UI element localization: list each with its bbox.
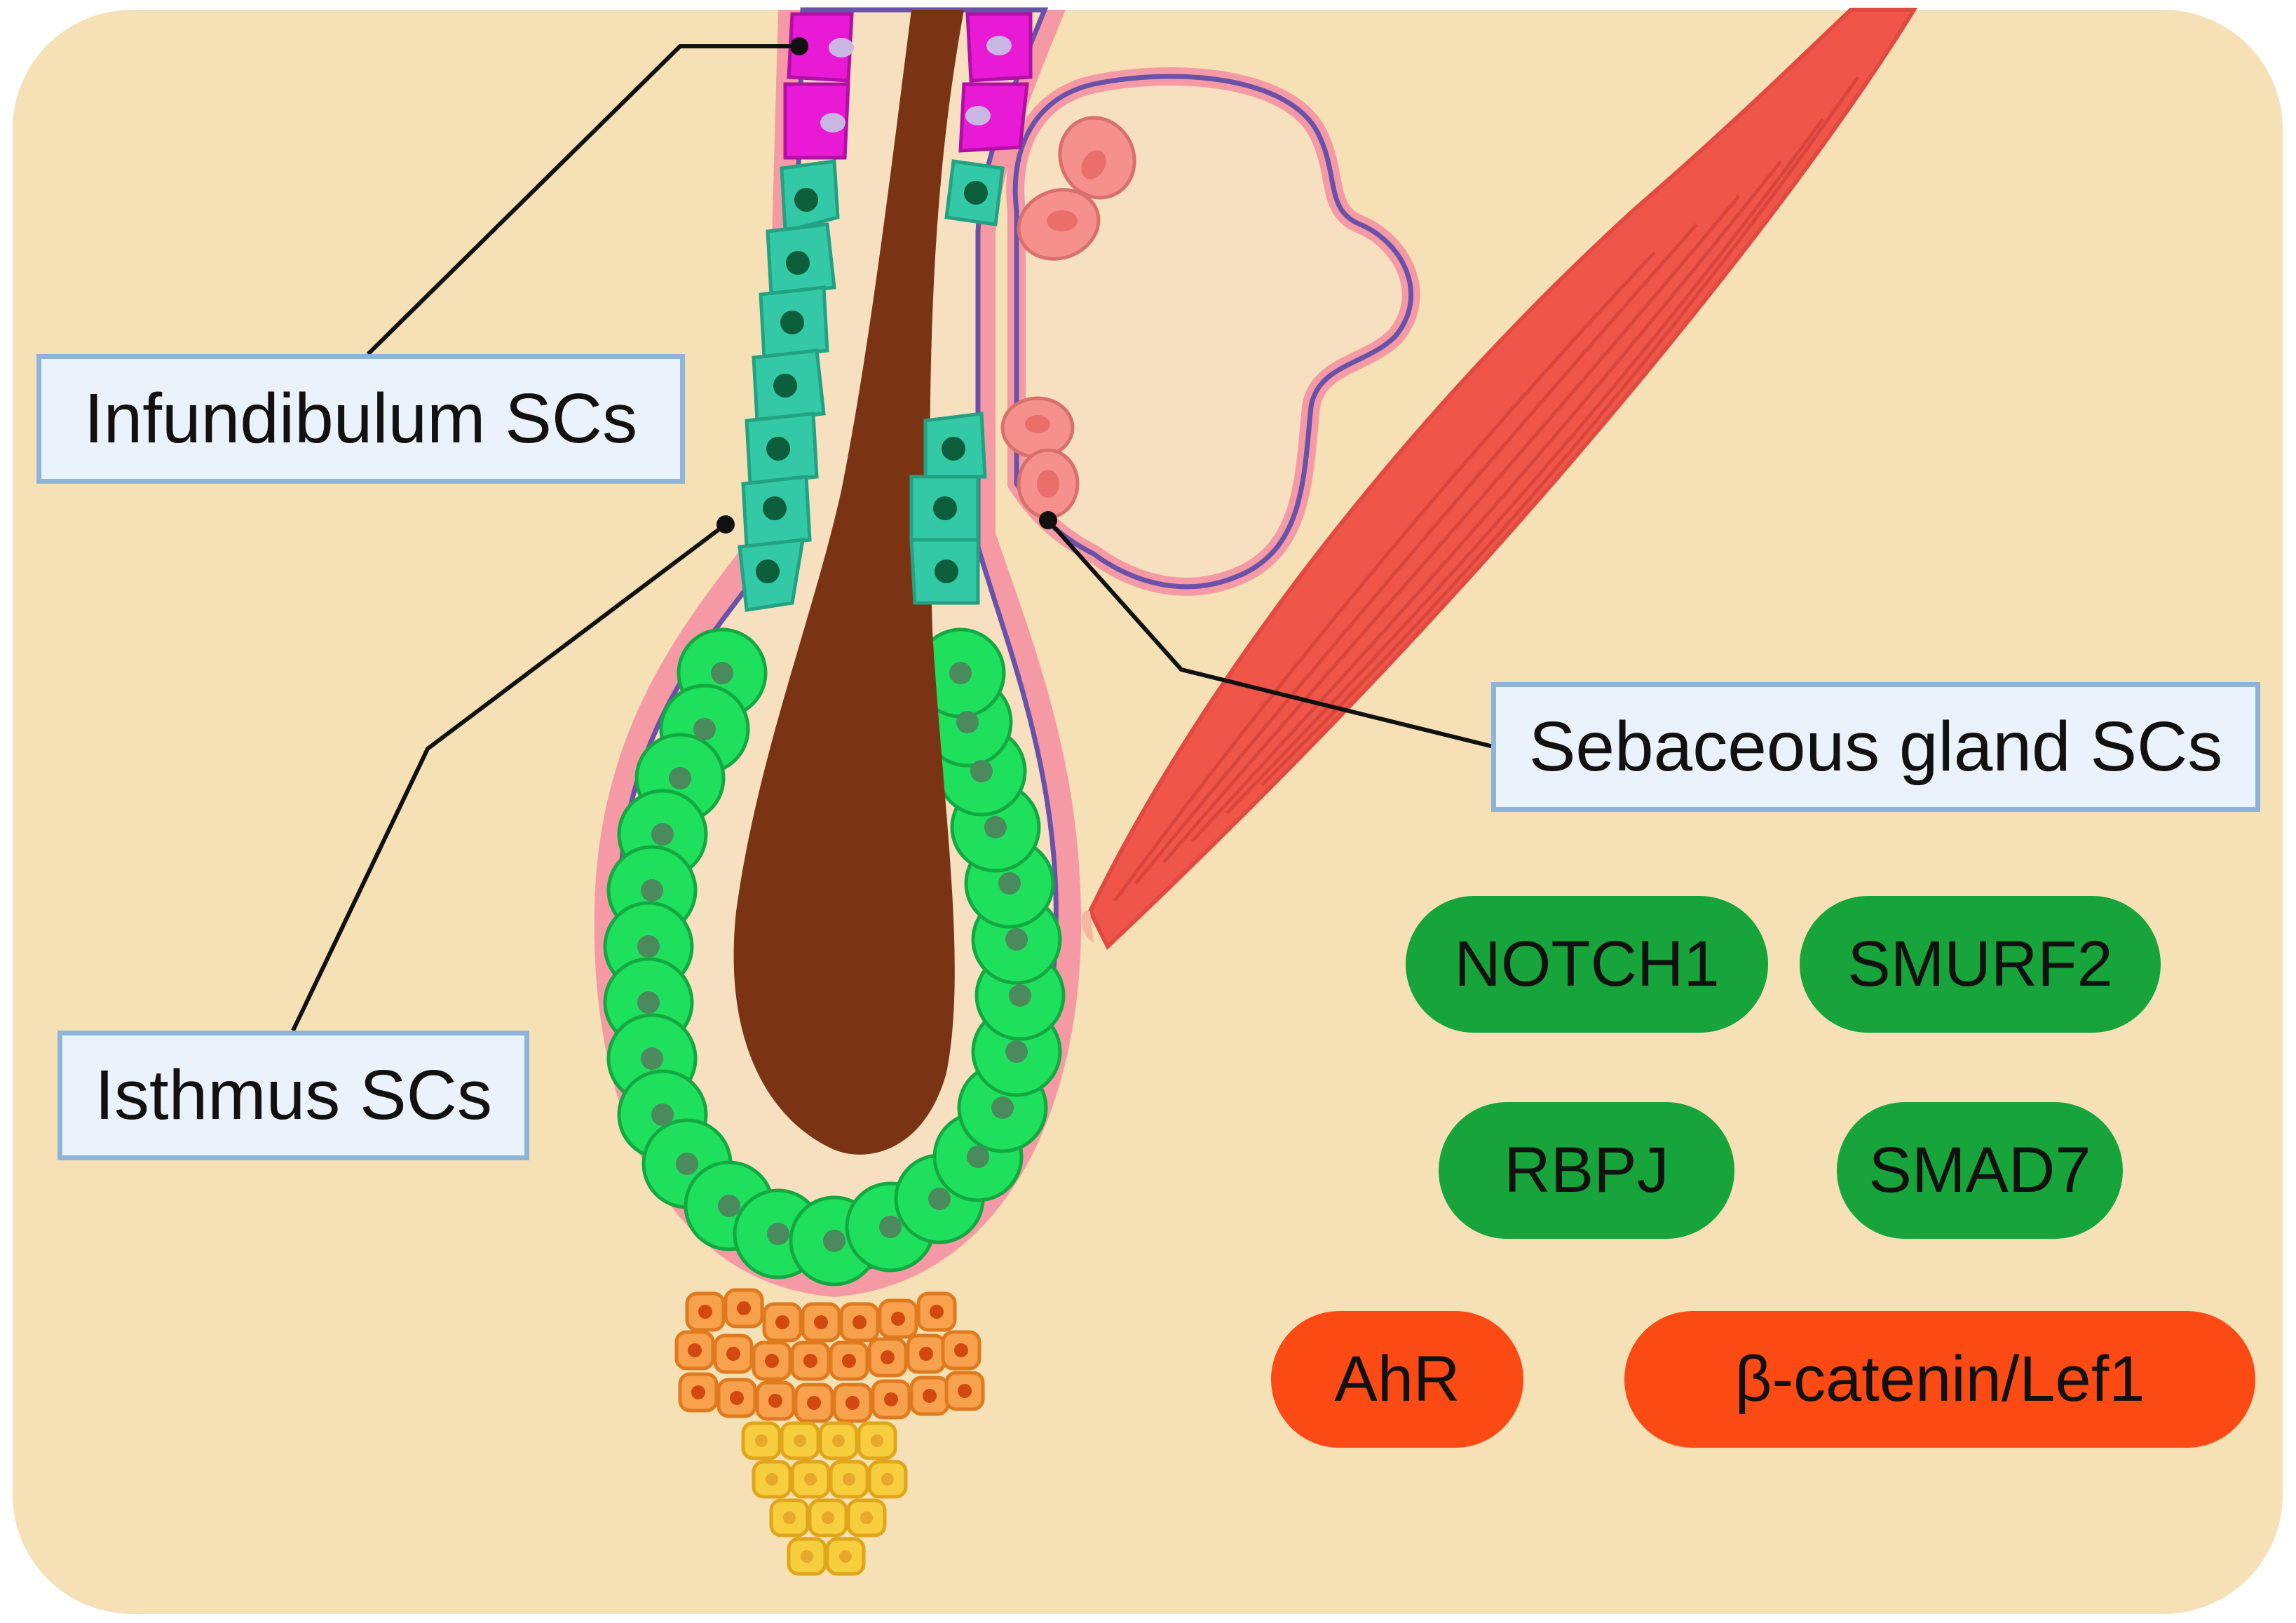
sebaceous-label-text: Sebaceous gland SCs — [1528, 707, 2223, 786]
marker-smad7-text: SMAD7 — [1868, 1134, 2091, 1206]
marker-smurf2-text: SMURF2 — [1847, 928, 2113, 1000]
matrix-cell-nuclei — [755, 1434, 894, 1563]
isthmus-cells — [738, 159, 1005, 612]
leader-dots — [716, 37, 1057, 534]
infundibulum-cell-nuclei — [820, 36, 1012, 133]
sebocyte-nuclei — [1025, 150, 1106, 498]
sebaceous-gland — [1006, 67, 1420, 596]
marker-notch1: NOTCH1 — [1406, 896, 1768, 1033]
marker-ahr: AhR — [1271, 1311, 1523, 1448]
marker-bcatenin-lef1: β-catenin/Lef1 — [1624, 1311, 2255, 1448]
arrector-pili-muscle — [1081, 8, 1918, 950]
infundibulum-leader — [366, 44, 799, 356]
marker-rbpj-text: RBPJ — [1504, 1134, 1669, 1206]
sebaceous-leader — [1046, 519, 1494, 749]
leader-lines — [291, 44, 1494, 1032]
marker-notch1-text: NOTCH1 — [1454, 928, 1720, 1000]
marker-bcatenin-lef1-text: β-catenin/Lef1 — [1734, 1343, 2145, 1415]
marker-smad7: SMAD7 — [1837, 1102, 2123, 1239]
sebocytes — [1000, 116, 1136, 520]
infundibulum-label-text: Infundibulum SCs — [83, 379, 638, 458]
isthmus-label: Isthmus SCs — [57, 1031, 529, 1160]
dermal-papilla-nuclei — [688, 1301, 972, 1410]
isthmus-cell-nuclei — [756, 181, 988, 583]
marker-rbpj: RBPJ — [1439, 1102, 1734, 1239]
marker-ahr-text: AhR — [1334, 1343, 1460, 1415]
bulge-cell-nuclei — [637, 662, 1031, 1252]
marker-smurf2: SMURF2 — [1800, 896, 2161, 1033]
sebaceous-label: Sebaceous gland SCs — [1491, 682, 2260, 812]
matrix-cells — [741, 1421, 908, 1576]
isthmus-leader — [291, 522, 727, 1032]
hair-shaft — [733, 10, 964, 1155]
infundibulum-label: Infundibulum SCs — [36, 354, 685, 484]
infundibulum-cells — [783, 12, 1033, 160]
isthmus-label-text: Isthmus SCs — [95, 1056, 492, 1134]
